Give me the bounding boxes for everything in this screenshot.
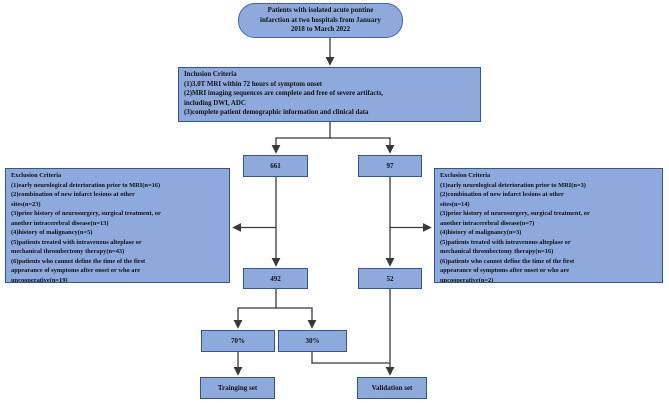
validation-set-box: Validation set	[357, 377, 427, 399]
exclusion-criteria-left-box: Exclusion Criteria (1)early neurological…	[5, 168, 230, 283]
exclusion-criteria-right-box: Exclusion Criteria (1)early neurological…	[434, 168, 663, 283]
cohort-count-492-box: 492	[243, 268, 308, 289]
start-node: Patients with isolated acute pontine inf…	[238, 3, 403, 38]
split-30-percent-box: 30%	[278, 330, 347, 352]
cohort-count-52-box: 52	[358, 268, 422, 289]
cohort-count-97-box: 97	[358, 155, 422, 177]
training-set-box: Trainging set	[200, 377, 275, 399]
split-70-percent-box: 70%	[201, 330, 275, 352]
inclusion-criteria-box: Inclusion Criteria (1)3.0T MRI within 72…	[178, 67, 481, 122]
cohort-count-661-box: 661	[243, 155, 308, 177]
